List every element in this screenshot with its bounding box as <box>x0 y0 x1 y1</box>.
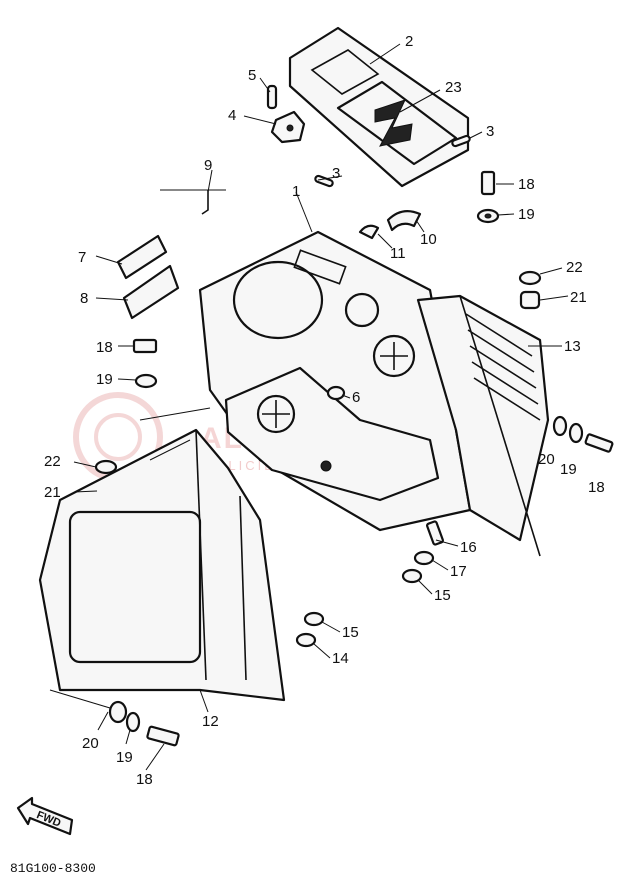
washer-22-left <box>94 459 118 475</box>
callout-15-lower: 15 <box>342 624 359 641</box>
callout-12: 12 <box>202 713 219 730</box>
clip-9 <box>201 190 209 215</box>
bolt-18-left <box>132 338 158 354</box>
washer-20-bottom <box>108 700 128 724</box>
callout-9: 9 <box>204 157 212 174</box>
bolt-18-right <box>584 433 614 453</box>
pin-3-right <box>451 134 471 148</box>
callout-18-right: 18 <box>588 479 605 496</box>
callout-21-top: 21 <box>570 289 587 306</box>
callout-20-bottom: 20 <box>82 735 99 752</box>
callout-14: 14 <box>332 650 349 667</box>
nut-21-top <box>519 290 541 310</box>
fwd-arrow-icon <box>16 796 74 836</box>
callout-7: 7 <box>78 249 86 266</box>
part-left-panel <box>38 428 286 702</box>
callout-5: 5 <box>248 67 256 84</box>
callout-10: 10 <box>420 231 437 248</box>
washer-19-bottom <box>125 711 141 733</box>
callout-19-left: 19 <box>96 371 113 388</box>
callout-19-right: 19 <box>560 461 577 478</box>
callout-15-right: 15 <box>434 587 451 604</box>
grommet-6 <box>326 385 346 401</box>
washer-22-top <box>518 270 542 286</box>
callout-21-left: 21 <box>44 484 61 501</box>
collar-14 <box>295 632 317 648</box>
part-7 <box>116 234 168 280</box>
callout-22-top: 22 <box>566 259 583 276</box>
washer-19-left <box>134 373 158 389</box>
callout-19-bottom: 19 <box>116 749 133 766</box>
callout-4: 4 <box>228 107 236 124</box>
callout-18-top: 18 <box>518 176 535 193</box>
callout-17: 17 <box>450 563 467 580</box>
callouts: 2 23 3 3 5 4 9 1 18 19 10 11 7 8 22 21 1… <box>44 33 605 788</box>
callout-2: 2 <box>405 33 413 50</box>
part-10 <box>386 209 422 232</box>
callout-18-left: 18 <box>96 339 113 356</box>
screw-16 <box>426 520 444 546</box>
leader-lines <box>49 43 569 771</box>
bolt-18-bottom <box>146 725 180 747</box>
callout-8: 8 <box>80 290 88 307</box>
callout-3-right: 3 <box>486 123 494 140</box>
callout-13: 13 <box>564 338 581 355</box>
callout-19-top: 19 <box>518 206 535 223</box>
callout-23: 23 <box>445 79 462 96</box>
part-top-cover <box>288 26 470 188</box>
part-11 <box>358 224 380 240</box>
callout-11: 11 <box>390 245 406 262</box>
part-main-body <box>198 230 472 532</box>
fwd-arrow: FWD <box>16 796 74 836</box>
callout-6: 6 <box>352 389 360 406</box>
callout-16: 16 <box>460 539 477 556</box>
callout-22-left: 22 <box>44 453 61 470</box>
bolt-washer-top-right <box>476 170 500 224</box>
grommet-15-right <box>401 568 423 584</box>
callout-1: 1 <box>292 183 300 200</box>
washer-19-right <box>568 422 584 444</box>
washer-20-right <box>552 415 568 437</box>
washer-17 <box>413 550 435 566</box>
part-8 <box>122 264 180 320</box>
callout-18-bottom: 18 <box>136 771 153 788</box>
part-right-grille <box>416 294 550 557</box>
callout-3-left: 3 <box>332 165 340 182</box>
callout-20-right: 20 <box>538 451 555 468</box>
diagram-code: 81G100-8300 <box>10 861 96 876</box>
pin-3-left <box>314 174 334 188</box>
grommet-15-lower <box>303 611 325 627</box>
